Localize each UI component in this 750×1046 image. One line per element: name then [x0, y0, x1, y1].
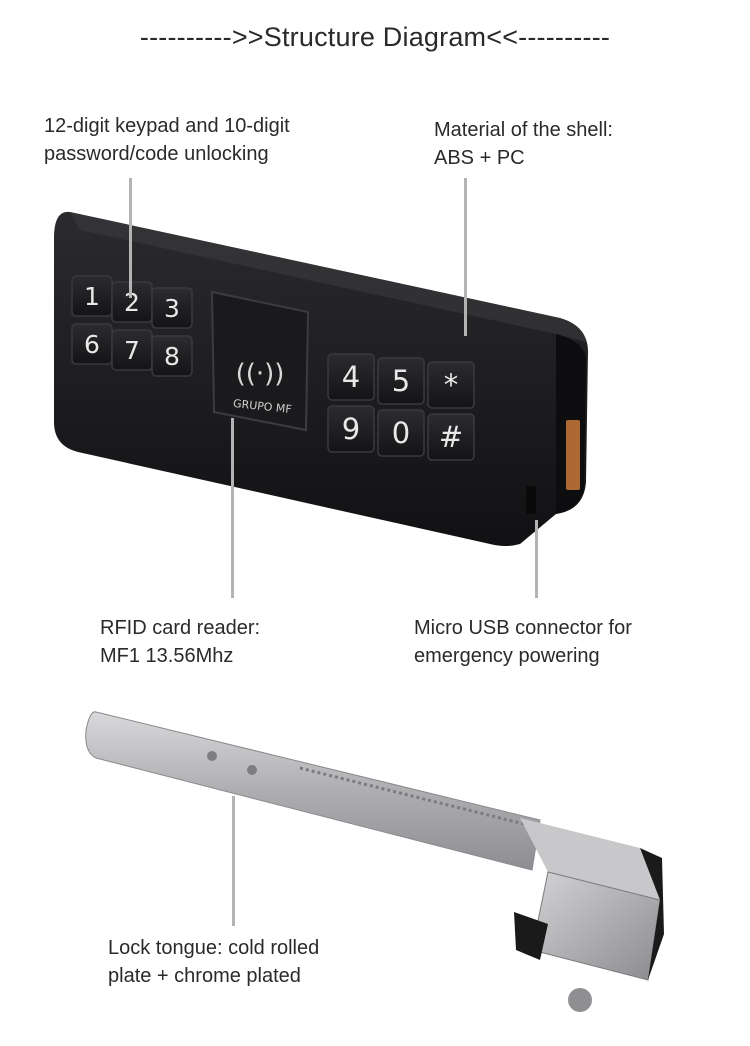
rfid-wave-icon: ((·)): [236, 359, 285, 389]
key-7[interactable]: 7: [111, 329, 153, 371]
key-label: #: [439, 420, 463, 454]
shell-callout-line2: ABS + PC: [434, 147, 525, 169]
key-star[interactable]: *: [427, 361, 475, 409]
key-label: 1: [84, 282, 100, 311]
key-5[interactable]: 5: [377, 357, 425, 405]
key-hash[interactable]: #: [427, 413, 475, 461]
tongue-callout-line2: plate + chrome plated: [108, 965, 301, 987]
diagram-title: ---------->>Structure Diagram<<---------…: [139, 22, 611, 52]
key-3[interactable]: 3: [151, 287, 193, 329]
shell-callout: Material of the shell: ABS + PC: [434, 116, 613, 172]
key-1[interactable]: 1: [71, 275, 113, 317]
key-label: 3: [164, 294, 180, 323]
rfid-leader-line: [231, 418, 234, 598]
key-9[interactable]: 9: [327, 405, 375, 453]
key-label: 6: [84, 330, 100, 359]
key-0[interactable]: 0: [377, 409, 425, 457]
key-label: 5: [392, 364, 410, 398]
key-label: 7: [124, 336, 140, 365]
lock-tongue: [85, 711, 664, 1012]
keypad-callout-line2: password/code unlocking: [44, 143, 269, 165]
rfid-callout: RFID card reader: MF1 13.56Mhz: [100, 614, 260, 670]
tongue-callout-line1: Lock tongue: cold rolled: [108, 937, 320, 959]
keypad-callout: 12-digit keypad and 10-digit password/co…: [44, 112, 290, 168]
key-label: 8: [164, 342, 180, 371]
shell-leader-line: [464, 178, 467, 336]
key-label: *: [444, 368, 459, 402]
usb-callout-line2: emergency powering: [414, 645, 600, 667]
keypad-leader-line: [129, 178, 132, 298]
tongue-leader-line: [232, 796, 235, 926]
keypad-callout-line1: 12-digit keypad and 10-digit: [44, 115, 290, 137]
key-2[interactable]: 2: [111, 281, 153, 323]
key-label: 0: [392, 416, 410, 450]
rfid-callout-line1: RFID card reader:: [100, 617, 261, 639]
key-6[interactable]: 6: [71, 323, 113, 365]
rfid-callout-line2: MF1 13.56Mhz: [100, 645, 234, 667]
keypad-body: [54, 211, 588, 546]
key-label: 2: [124, 288, 140, 317]
shell-callout-line1: Material of the shell:: [434, 119, 613, 141]
rfid-reader-panel: ((·)) GRUPO MF: [210, 290, 310, 432]
tongue-callout: Lock tongue: cold rolled plate + chrome …: [108, 934, 319, 990]
key-4[interactable]: 4: [327, 353, 375, 401]
key-label: 4: [342, 360, 360, 394]
usb-leader-line: [535, 520, 538, 598]
usb-callout: Micro USB connector for emergency poweri…: [414, 614, 632, 670]
brand-label: GRUPO MF: [232, 397, 292, 416]
key-label: 9: [342, 412, 360, 446]
key-8[interactable]: 8: [151, 335, 193, 377]
usb-callout-line1: Micro USB connector for: [414, 617, 632, 639]
